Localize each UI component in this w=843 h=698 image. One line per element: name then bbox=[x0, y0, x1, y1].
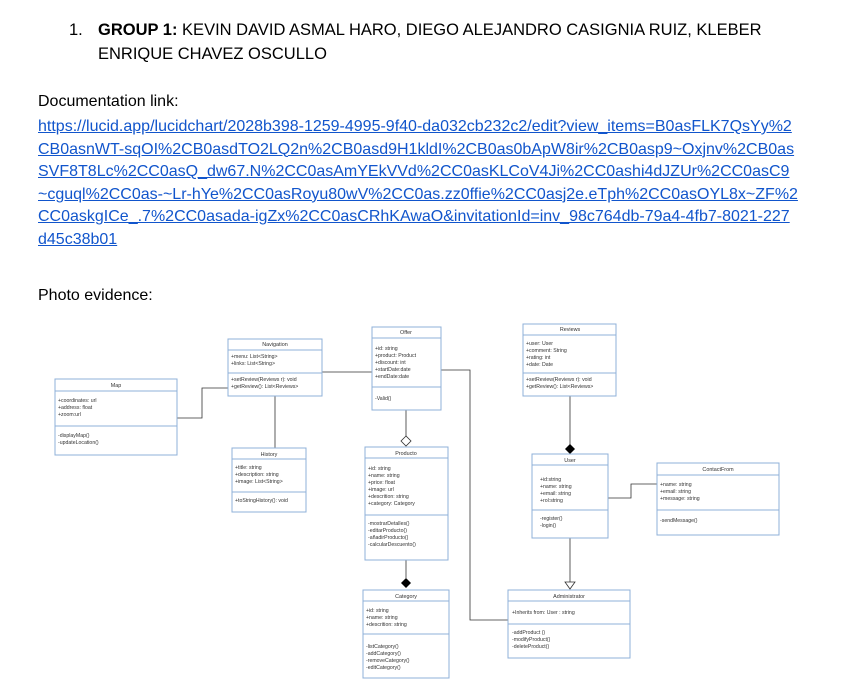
class-attribute: +image: List<String> bbox=[235, 479, 283, 485]
class-attribute: +date: Date bbox=[526, 362, 553, 368]
group-label: GROUP 1: bbox=[98, 21, 178, 39]
class-method: -editarProducto() bbox=[368, 528, 407, 534]
class-attribute: +rol:string bbox=[540, 498, 563, 504]
class-attribute: +discount: int bbox=[375, 360, 406, 366]
class-history: History +title: string +description: str… bbox=[231, 447, 307, 513]
class-map: Map +coordinates: url +address: float +z… bbox=[54, 378, 178, 456]
class-attribute: +name: string bbox=[368, 473, 400, 479]
class-method: +getReview(): List<Reviews> bbox=[526, 384, 593, 390]
class-attribute: +category: Category bbox=[368, 501, 415, 507]
offer-administrator-connector bbox=[441, 369, 508, 621]
class-title: History bbox=[261, 452, 278, 458]
class-method: -register() bbox=[540, 516, 563, 522]
class-attribute: +menu: List<String> bbox=[231, 354, 278, 360]
diagram-connectors bbox=[177, 369, 657, 621]
photo-evidence-label: Photo evidence: bbox=[38, 287, 153, 304]
class-method: -removeCategory() bbox=[366, 658, 410, 664]
class-attribute: +message: string bbox=[660, 496, 700, 502]
class-title: Administrator bbox=[553, 594, 585, 600]
composition-diamond-icon bbox=[565, 444, 575, 454]
class-attribute: +name: string bbox=[540, 484, 572, 490]
class-attribute: +image: url bbox=[368, 487, 394, 493]
class-attribute: +links: List<String> bbox=[231, 361, 275, 367]
documentation-label: Documentation link: bbox=[38, 93, 179, 110]
class-method: +setReview(Reviews r): void bbox=[231, 377, 297, 383]
class-method: -login() bbox=[540, 523, 556, 529]
class-reviews: Reviews +user: User +comment: String +ra… bbox=[522, 323, 617, 397]
class-attribute: +name: string bbox=[366, 615, 398, 621]
group-members: KEVIN DAVID ASMAL HARO, DIEGO ALEJANDRO … bbox=[98, 21, 762, 63]
class-attribute: +Inherits from: User : string bbox=[512, 610, 575, 616]
class-title: Navigation bbox=[262, 342, 287, 348]
class-method: -calcularDescuento() bbox=[368, 542, 416, 548]
aggregation-diamond-icon bbox=[400, 435, 412, 447]
class-user: User +id:string +name: string +email: st… bbox=[531, 453, 609, 539]
class-method: -addProduct () bbox=[512, 630, 545, 636]
class-method: +toStringHistory(): void bbox=[235, 498, 288, 504]
class-title: Reviews bbox=[560, 327, 581, 333]
class-method: -addCategory() bbox=[366, 651, 401, 657]
group-members-text: GROUP 1: KEVIN DAVID ASMAL HARO, DIEGO A… bbox=[98, 18, 808, 66]
class-attribute: +title: string bbox=[235, 465, 262, 471]
map-navigation-connector bbox=[177, 387, 228, 419]
class-administrator: Administrator +Inherits from: User : str… bbox=[507, 589, 631, 659]
inheritance-arrow-icon bbox=[564, 581, 576, 590]
class-attribute: +user: User bbox=[526, 341, 553, 347]
class-attribute: +email: string bbox=[540, 491, 571, 497]
class-attribute: +startDate:date bbox=[375, 367, 411, 373]
class-attribute: +email: string bbox=[660, 489, 691, 495]
uml-class-diagram: Navigation +menu: List<String> +links: L… bbox=[54, 323, 780, 679]
class-title: Map bbox=[111, 383, 122, 389]
documentation-link[interactable]: https://lucid.app/lucidchart/2028b398-12… bbox=[38, 118, 798, 248]
class-attribute: +descrition: string bbox=[366, 622, 407, 628]
class-contactfrom: ContactFrom +name: string +email: string… bbox=[656, 462, 780, 536]
class-attribute: +comment: String bbox=[526, 348, 567, 354]
class-title: Offer bbox=[400, 330, 412, 336]
class-attribute: +descrition: string bbox=[368, 494, 409, 500]
class-title: User bbox=[564, 458, 576, 464]
class-method: -añadirProducto() bbox=[368, 535, 409, 541]
class-method: -listCategory() bbox=[366, 644, 399, 650]
class-attribute: +name: string bbox=[660, 482, 692, 488]
class-category: Category +id: string +name: string +desc… bbox=[362, 589, 450, 679]
list-number: 1. bbox=[69, 21, 83, 39]
class-attribute: +coordinates: url bbox=[58, 398, 97, 404]
class-method: -updateLocation() bbox=[58, 440, 99, 446]
class-method: -Valid() bbox=[375, 396, 392, 402]
class-method: -modifyProduct() bbox=[512, 637, 551, 643]
class-attribute: +address: float bbox=[58, 405, 93, 411]
class-method: -editCategory() bbox=[366, 665, 401, 671]
class-method: +setReview(Reviews r): void bbox=[526, 377, 592, 383]
class-attribute: +zoom:url bbox=[58, 412, 81, 418]
class-attribute: +id: string bbox=[375, 346, 398, 352]
class-attribute: +endDate:date bbox=[375, 374, 409, 380]
class-attribute: +description: string bbox=[235, 472, 279, 478]
class-attribute: +id:string bbox=[540, 477, 561, 483]
class-attribute: +rating: int bbox=[526, 355, 551, 361]
class-attribute: +id: string bbox=[368, 466, 391, 472]
class-attribute: +price: float bbox=[368, 480, 396, 486]
class-method: -displayMap() bbox=[58, 433, 90, 439]
class-method: -sendMessage() bbox=[660, 518, 698, 524]
class-title: ContactFrom bbox=[702, 467, 734, 473]
class-method: -deleteProduct() bbox=[512, 644, 549, 650]
composition-diamond-icon bbox=[401, 578, 411, 588]
class-method: +getReview(): List<Reviews> bbox=[231, 384, 298, 390]
class-attribute: +product: Product bbox=[375, 353, 417, 359]
user-contactfrom-connector bbox=[608, 483, 657, 499]
class-producto: Producto +id: string +name: string +pric… bbox=[364, 446, 449, 561]
class-attribute: +id: string bbox=[366, 608, 389, 614]
class-title: Category bbox=[395, 594, 417, 600]
class-title: Producto bbox=[395, 451, 417, 457]
class-method: -mostrarDetalles() bbox=[368, 521, 410, 527]
class-navigation: Navigation +menu: List<String> +links: L… bbox=[227, 338, 323, 397]
class-offer: Offer +id: string +product: Product +dis… bbox=[371, 326, 442, 411]
